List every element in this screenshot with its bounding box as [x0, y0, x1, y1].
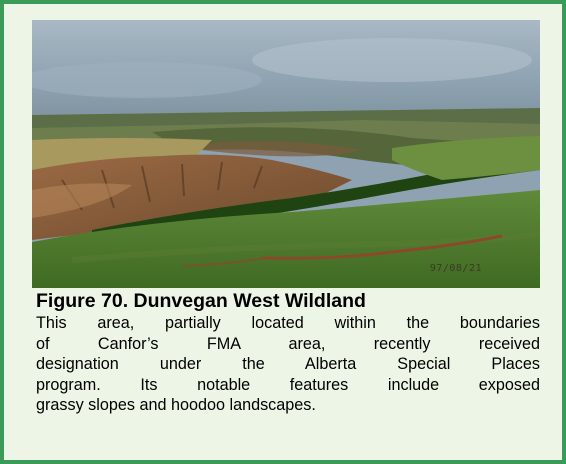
caption-line: designation under the Alberta Special Pl…: [36, 355, 540, 373]
figure-title: Figure 70. Dunvegan West Wildland: [36, 290, 366, 312]
figure-caption: This area, partially located within the …: [36, 313, 540, 416]
caption-line: grassy slopes and hoodoo landscapes.: [36, 396, 316, 414]
photo-date-stamp: 97/08/21: [429, 263, 482, 274]
landscape-photo-image: [32, 20, 540, 288]
caption-line: This area, partially located within the …: [36, 314, 540, 332]
landscape-photo: 97/08/21: [32, 20, 540, 288]
caption-line: of Canfor’s FMA area, recently received: [36, 334, 540, 353]
caption-line: program. Its notable features include ex…: [36, 375, 540, 394]
